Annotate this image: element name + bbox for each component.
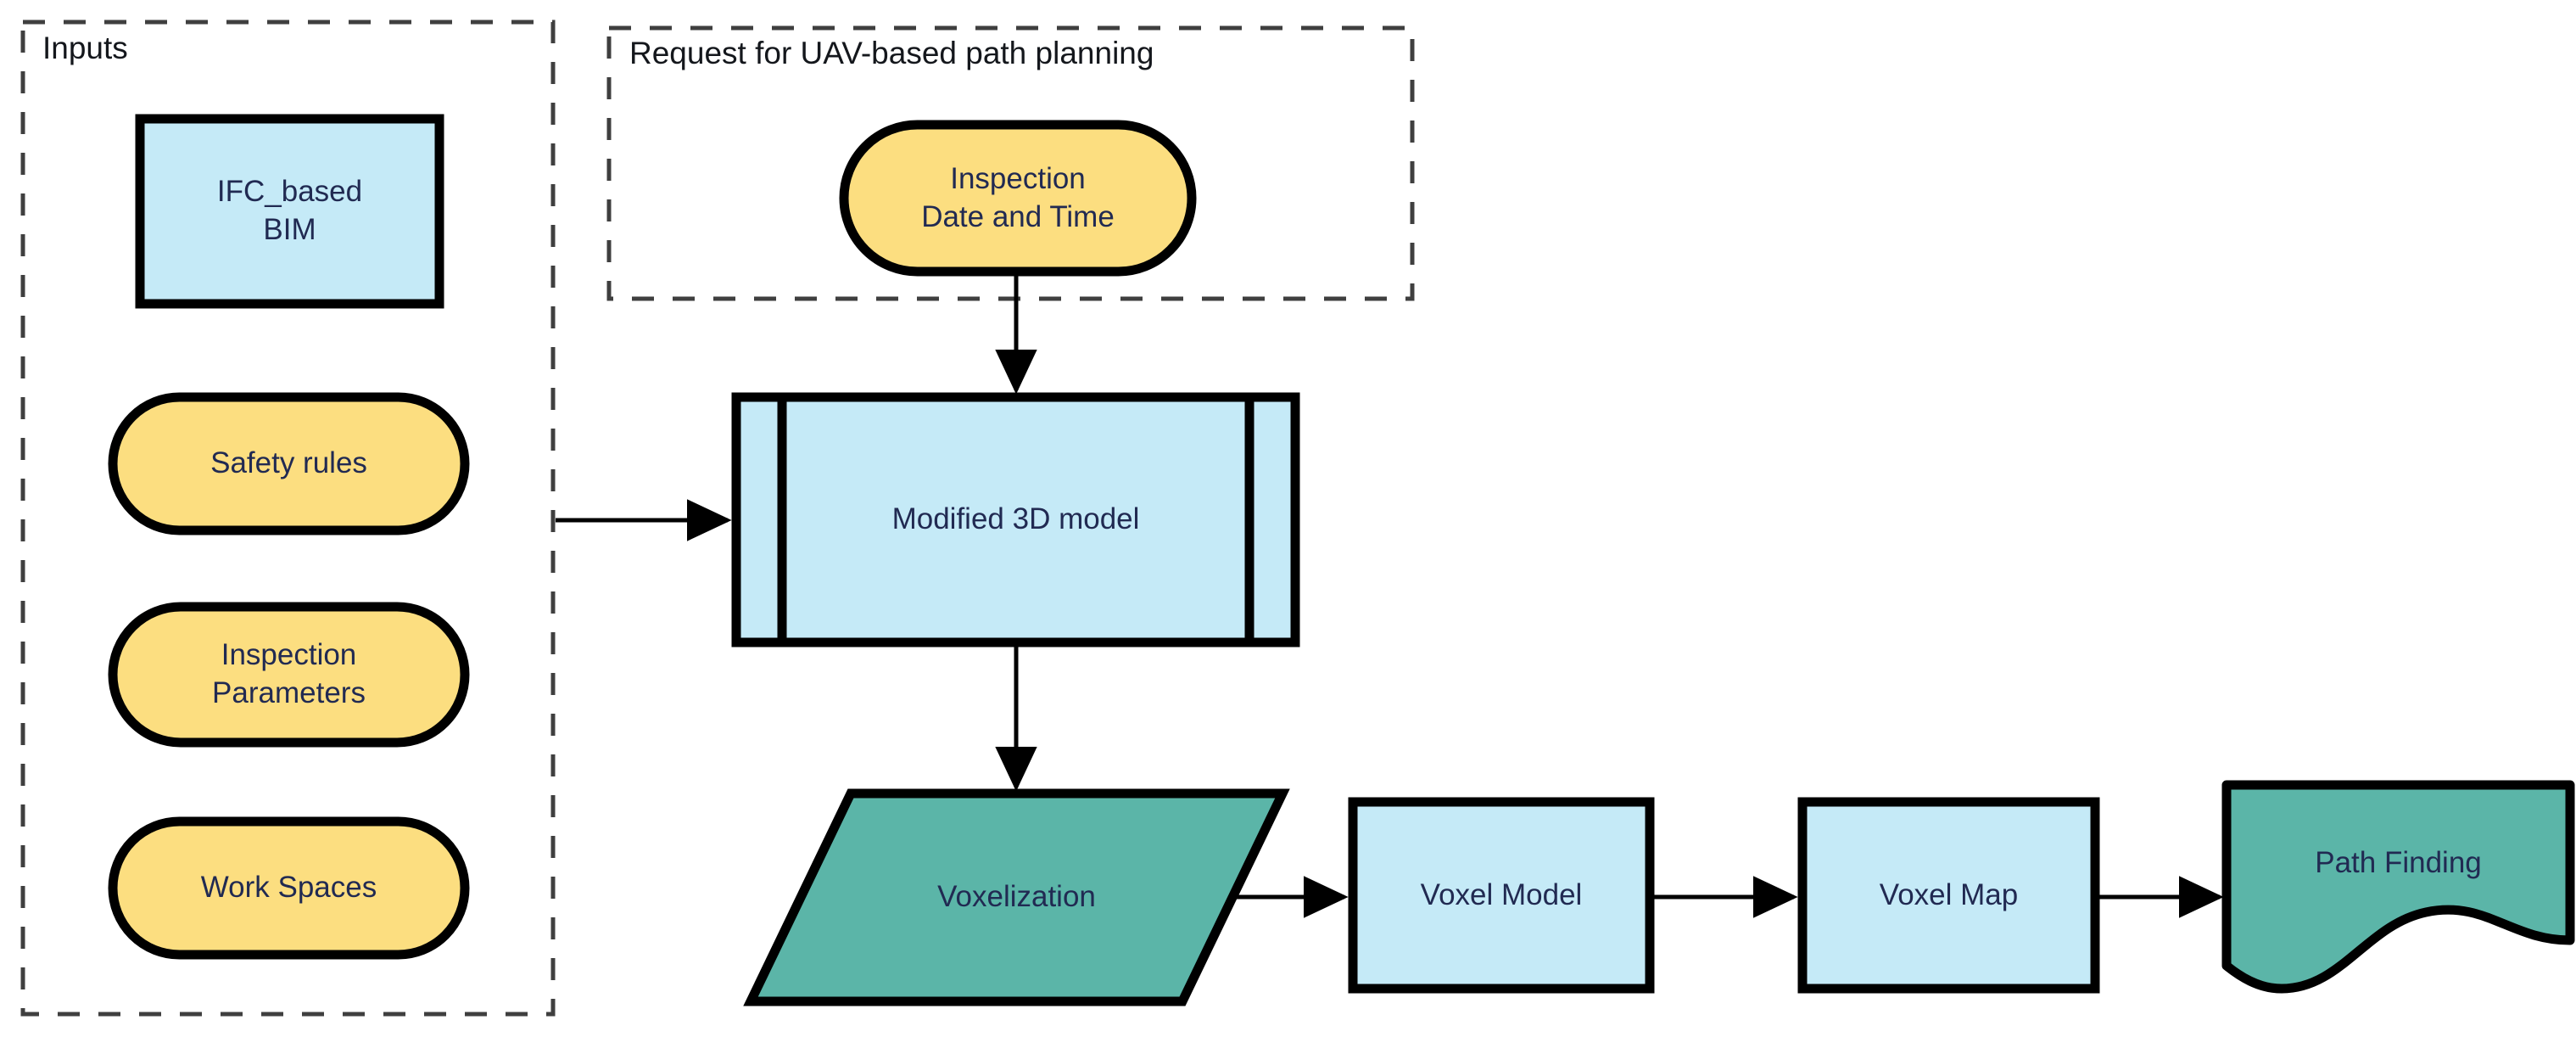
node-modified-3d-model[interactable] [731, 392, 1300, 647]
node-voxel-map[interactable] [1797, 797, 2100, 994]
node-voxelization[interactable] [743, 788, 1290, 1006]
group-title-inputs: Inputs [42, 31, 128, 65]
node-work-spaces[interactable] [108, 816, 470, 960]
node-path-finding[interactable] [2221, 780, 2575, 994]
node-safety-rules[interactable] [108, 392, 470, 535]
node-ifc-based-bim[interactable] [135, 114, 444, 309]
group-title-request: Request for UAV-based path planning [629, 36, 1154, 70]
group-request-border [606, 25, 1415, 301]
group-inputs-border [20, 20, 556, 1017]
node-inspection-parameters[interactable] [108, 602, 470, 748]
node-voxel-model[interactable] [1348, 797, 1655, 994]
node-inspection-date-and-time[interactable] [839, 120, 1197, 277]
